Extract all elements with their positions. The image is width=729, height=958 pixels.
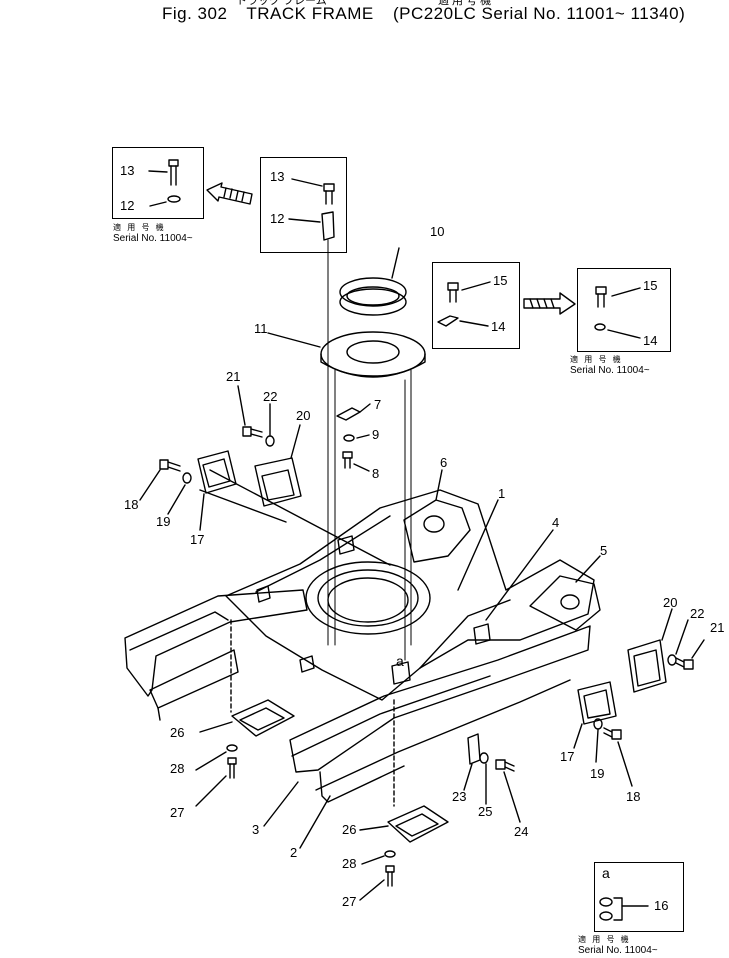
callout-2: 2 [290,845,297,860]
leader-lines [199,469,601,621]
inset-box-bolt-15-14 [432,262,520,349]
washer-22-right [667,654,677,666]
callout-14a: 14 [491,319,505,334]
inset-serial-top-left: 適 用 号 機 Serial No. 11004~ [113,223,193,244]
callout-20a: 20 [296,408,310,423]
callout-15a: 15 [493,273,507,288]
leader-3 [263,781,299,827]
inset-box-bottom-right [594,862,684,932]
bolt-13-inset-mid [288,178,335,241]
track-frame-body [124,489,601,803]
callout-10: 10 [430,224,444,239]
bolt-18-left [139,459,181,501]
callout-4: 4 [552,515,559,530]
plate-7 [336,403,371,421]
serial-range: (PC220LC Serial No. 11001~ 11340) [392,4,686,23]
figure-number: Fig. 302 [162,4,228,23]
washer-9 [343,434,355,442]
callout-12a: 12 [120,198,134,213]
callout-27a: 27 [170,805,184,820]
callout-22b: 22 [690,606,704,621]
callout-23: 23 [452,789,466,804]
arrow-left-icon [206,182,253,205]
mark-a-main: a [396,653,404,669]
bolt-21-left [237,385,263,438]
callout-27b: 27 [342,894,356,909]
inset-serial-top-right: 適 用 号 機 Serial No. 11004~ [570,355,650,376]
guard-26-right [359,805,449,843]
washer-22-left [265,435,275,447]
bolt-18-right [603,727,633,787]
bolt-15-inset [437,281,491,327]
callout-7: 7 [374,397,381,412]
callout-18b: 18 [626,789,640,804]
washer-28-left [226,744,238,752]
bolt-8 [342,451,370,472]
cover-20-right [627,608,673,693]
washer-28-right [384,850,396,858]
callout-17a: 17 [190,532,204,547]
inset-serial-bottom-right: 適 用 号 機 Serial No. 11004~ [578,935,658,956]
bolt-27-left [195,757,237,807]
callout-15b: 15 [643,278,657,293]
cover-20-left [254,424,302,507]
callout-21a: 21 [226,369,240,384]
callout-28a: 28 [170,761,184,776]
bolt-13-inset-left [148,159,181,207]
callout-18a: 18 [124,497,138,512]
callout-6: 6 [440,455,447,470]
callout-24: 24 [514,824,528,839]
callout-11: 11 [254,321,268,336]
callout-12b: 12 [270,211,284,226]
plate-23 [463,733,481,791]
callout-13b: 13 [270,169,284,184]
figure-name: TRACK FRAME [246,4,374,23]
callout-26a: 26 [170,725,184,740]
callout-16: 16 [654,898,668,913]
callout-19b: 19 [590,766,604,781]
washer-25 [479,752,489,764]
callout-5: 5 [600,543,607,558]
figure-title: Fig. 302 TRACK FRAME (PC220LC Serial No.… [162,4,699,24]
mark-a-inset: a [602,865,610,881]
callout-9: 9 [372,427,379,442]
callout-labels: 13 12 13 12 10 15 14 15 14 11 21 22 20 7… [120,163,724,913]
header-jp-left: トラック フレーム [236,0,327,7]
cover-17-left [197,450,237,531]
callout-26b: 26 [342,822,356,837]
callout-13a: 13 [120,163,134,178]
callout-17b: 17 [560,749,574,764]
guard-26-left [199,699,295,737]
arrow-right-icon [523,292,576,315]
bolt-15-inset-right [594,286,641,339]
inset-box-top-left [112,147,204,219]
washer-19-right [593,718,603,730]
callout-19a: 19 [156,514,170,529]
cover-plate-11 [267,331,426,378]
callout-14b: 14 [643,333,657,348]
washer-16-inset [599,897,649,921]
inset-box-top-right [577,268,671,352]
callout-20b: 20 [663,595,677,610]
callout-28b: 28 [342,856,356,871]
callout-3: 3 [252,822,259,837]
callout-8: 8 [372,466,379,481]
seal-ring-10 [339,247,407,316]
cover-17-right [573,681,617,749]
callout-22a: 22 [263,389,277,404]
bolt-27-right [359,865,395,901]
assembly-guide-lines [327,239,412,661]
leader-2 [299,795,331,849]
washer-19-left [182,472,192,484]
bolt-21-right [675,639,705,670]
header-jp-right: 適 用 号 機 [438,0,492,7]
callout-21b: 21 [710,620,724,635]
callout-25: 25 [478,804,492,819]
bolt-24 [495,759,521,823]
callout-1: 1 [498,486,505,501]
